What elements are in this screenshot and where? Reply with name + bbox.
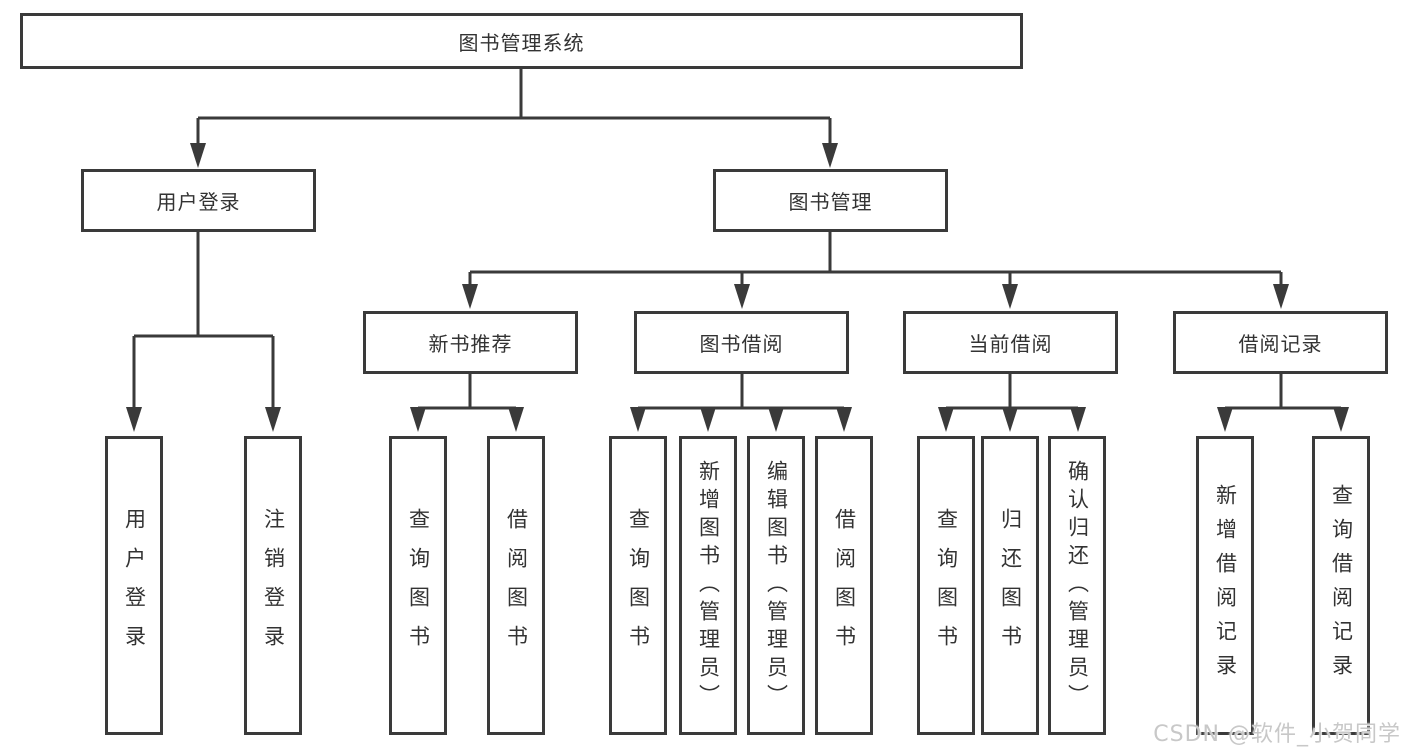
leaf-borrowing-query-books: 查询图书 [609, 436, 667, 735]
leaf-records-add-record: 新增借阅记录 [1196, 436, 1254, 735]
edge-userlogin-to-leaves [126, 232, 281, 432]
edge-records-to-leaves [1217, 374, 1349, 432]
node-new-book-recommend: 新书推荐 [363, 311, 578, 374]
node-borrowing-records: 借阅记录 [1173, 311, 1388, 374]
leaf-logout: 注销登录 [244, 436, 302, 735]
leaf-borrowing-add-books-admin: 新增图书（管理员） [679, 436, 737, 735]
leaf-user-login: 用户登录 [105, 436, 163, 735]
node-book-borrowing: 图书借阅 [634, 311, 849, 374]
leaf-current-query-books-label: 查询图书 [934, 507, 959, 664]
edge-bookmgmt-to-level3 [462, 232, 1289, 309]
leaf-current-query-books: 查询图书 [917, 436, 975, 735]
leaf-user-login-label: 用户登录 [122, 507, 147, 664]
leaf-records-query-record: 查询借阅记录 [1312, 436, 1370, 735]
edge-current-to-leaves [938, 374, 1086, 432]
leaf-borrowing-borrow-books: 借阅图书 [815, 436, 873, 735]
leaf-current-confirm-return-admin-label: 确认归还（管理员） [1065, 459, 1090, 712]
edge-recommend-to-leaves [410, 374, 524, 432]
csdn-watermark: CSDN @软件_小贺同学 [1153, 722, 1401, 747]
leaf-current-return-books-label: 归还图书 [998, 507, 1023, 664]
edge-root-to-level2 [190, 69, 838, 168]
leaf-recommend-borrow-books: 借阅图书 [487, 436, 545, 735]
leaf-borrowing-query-books-label: 查询图书 [626, 507, 651, 664]
leaf-current-confirm-return-admin: 确认归还（管理员） [1048, 436, 1106, 735]
leaf-records-add-record-label: 新增借阅记录 [1213, 483, 1238, 688]
node-current-borrowing: 当前借阅 [903, 311, 1118, 374]
node-root: 图书管理系统 [20, 13, 1023, 69]
edge-borrowing-to-leaves [630, 374, 852, 432]
leaf-current-return-books: 归还图书 [981, 436, 1039, 735]
leaf-borrowing-add-books-admin-label: 新增图书（管理员） [696, 459, 721, 712]
leaf-logout-label: 注销登录 [261, 507, 286, 664]
leaf-records-query-record-label: 查询借阅记录 [1329, 483, 1354, 688]
node-user-login: 用户登录 [81, 169, 316, 232]
leaf-borrowing-borrow-books-label: 借阅图书 [832, 507, 857, 664]
leaf-recommend-query-books: 查询图书 [389, 436, 447, 735]
leaf-borrowing-edit-books-admin-label: 编辑图书（管理员） [764, 459, 789, 712]
node-book-management: 图书管理 [713, 169, 948, 232]
leaf-recommend-query-books-label: 查询图书 [406, 507, 431, 664]
leaf-recommend-borrow-books-label: 借阅图书 [504, 507, 529, 664]
leaf-borrowing-edit-books-admin: 编辑图书（管理员） [747, 436, 805, 735]
